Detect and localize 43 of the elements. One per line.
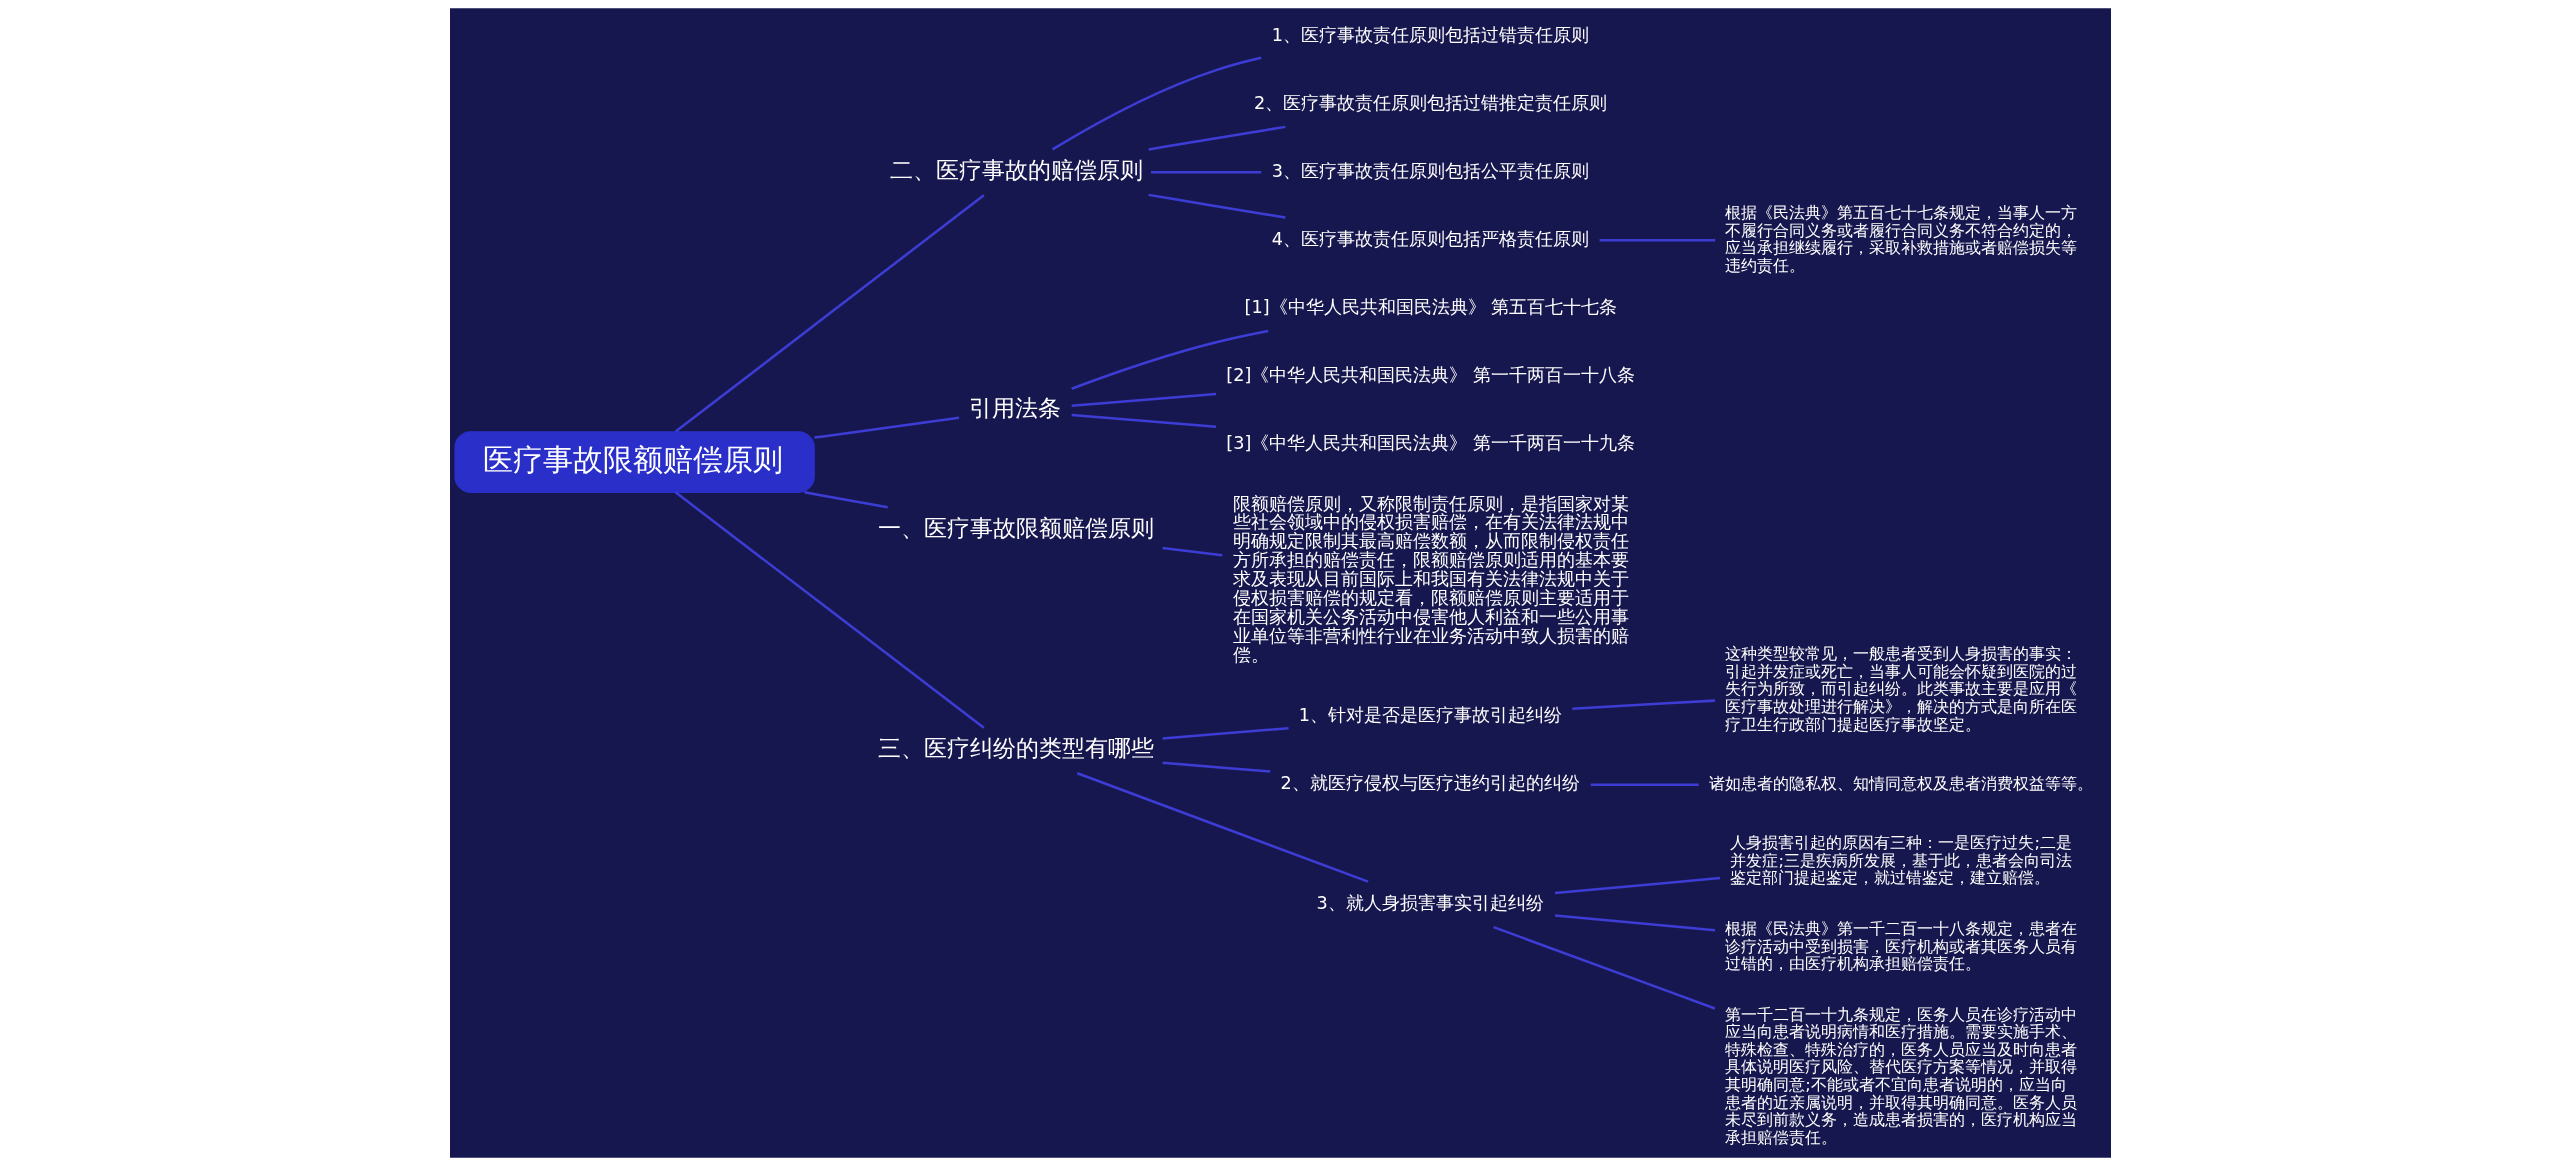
connector (1071, 392, 1216, 408)
node-text: 根据《民法典》第一千二百一十八条规定，患者在诊疗活动中受到损害，医疗机构或者其医务人员有过错的，由医疗机构承担赔偿责任。 (1724, 918, 2077, 974)
node-text: 根据《民法典》第五百七十七条规定，当事人一方不履行合同义务或者履行合同义务不符合约定的，应当承担继续履行，采取补救措施或者赔偿损失等违约责任。 (1724, 203, 2077, 275)
connector (1590, 783, 1699, 786)
connector (1599, 238, 1715, 242)
node-text: 限额赔偿原则，又称限制责任原则，是指国家对某些社会领域中的侵权损害赔偿，在有关法律法规中明确规定限制其最高赔偿数额，从而限制侵权责任方所承担的赔偿责任，限额赔偿原则适用的基本要求及表现从目前国际上和我国有关法律法规中关于侵权损害赔偿的规定看，限额赔偿原则主要适用于在国家机关公务活动中侵害他人利益和一些公用事业单位等非营利性行业在业务活动中致人损害的赔偿。 (1232, 493, 1629, 665)
connector (1161, 726, 1289, 740)
connector (1076, 772, 1368, 883)
connector (674, 491, 985, 729)
node-text: 1、医疗事故责任原则包括过错责任原则 (1271, 24, 1589, 45)
node-text: [2]《中华人民共和国民法典》 第一千两百一十八条 (1225, 364, 1635, 385)
connector (1147, 125, 1286, 151)
connector (1571, 699, 1715, 710)
node-text: 3、医疗事故责任原则包括公平责任原则 (1271, 160, 1589, 181)
connector (1492, 925, 1715, 1010)
node-text: [3]《中华人民共和国民法典》 第一千两百一十九条 (1225, 433, 1635, 454)
connector (674, 194, 985, 433)
node-text: 2、医疗事故责任原则包括过错推定责任原则 (1253, 92, 1607, 113)
node-text: 第一千二百一十九条规定，医务人员在诊疗活动中应当向患者说明病情和医疗措施。需要实施手术、特殊检查、特殊治疗的，医务人员应当及时向患者具体说明医疗风险、替代医疗方案等情况，并取得其明确同意;不能或者不宜向患者说明的，应当向患者的近亲属说明，并取得其明确同意。医务人员未尽到前款义务，造成患者损害的，医疗机构应当承担赔偿责任。 (1724, 1004, 2077, 1148)
connector (1161, 761, 1270, 773)
connector (803, 491, 888, 509)
node-text: 4、医疗事故责任原则包括严格责任原则 (1271, 228, 1589, 249)
node-box: 医疗事故限额赔偿原则 (453, 431, 815, 493)
node-text: 一、医疗事故限额赔偿原则 (877, 514, 1154, 541)
node-text: 三、医疗纠纷的类型有哪些 (877, 735, 1154, 762)
node-text: 1、针对是否是医疗事故引起纠纷 (1298, 705, 1562, 726)
connector (1554, 914, 1715, 932)
connector (1147, 193, 1286, 219)
node-text: 二、医疗事故的赔偿原则 (889, 156, 1143, 183)
node-text: 人身损害引起的原因有三种：一是医疗过失;二是并发症;三是疾病所发展，基于此，患者会向司法鉴定部门提起鉴定，就过错鉴定，建立赔偿。 (1729, 833, 2072, 888)
connector (1554, 876, 1720, 895)
node-text: 2、就医疗侵权与医疗违约引起的纠纷 (1280, 773, 1580, 794)
connector (1070, 329, 1268, 390)
node-text: 这种类型较常见，一般患者受到人身损害的事实：引起并发症或死亡，当事人可能会怀疑到医院的过失行为所致，而引起纠纷。此类事故主要是应用《医疗事故处理进行解决》，解决的方式是向所在医疗卫生行政部门提起医疗事故坚定。 (1724, 644, 2077, 734)
node-text: 诸如患者的隐私权、知情同意权及患者消费权益等等。 (1708, 773, 2093, 793)
connector (1051, 56, 1261, 151)
connector (1071, 413, 1216, 429)
node-text: 引用法条 (968, 394, 1061, 421)
node-text: [1]《中华人民共和国民法典》 第五百七十七条 (1244, 296, 1617, 317)
connector (1150, 170, 1261, 174)
connector (813, 416, 959, 439)
node-text: 3、就人身损害事实引起纠纷 (1315, 893, 1544, 914)
connector (1161, 546, 1222, 557)
